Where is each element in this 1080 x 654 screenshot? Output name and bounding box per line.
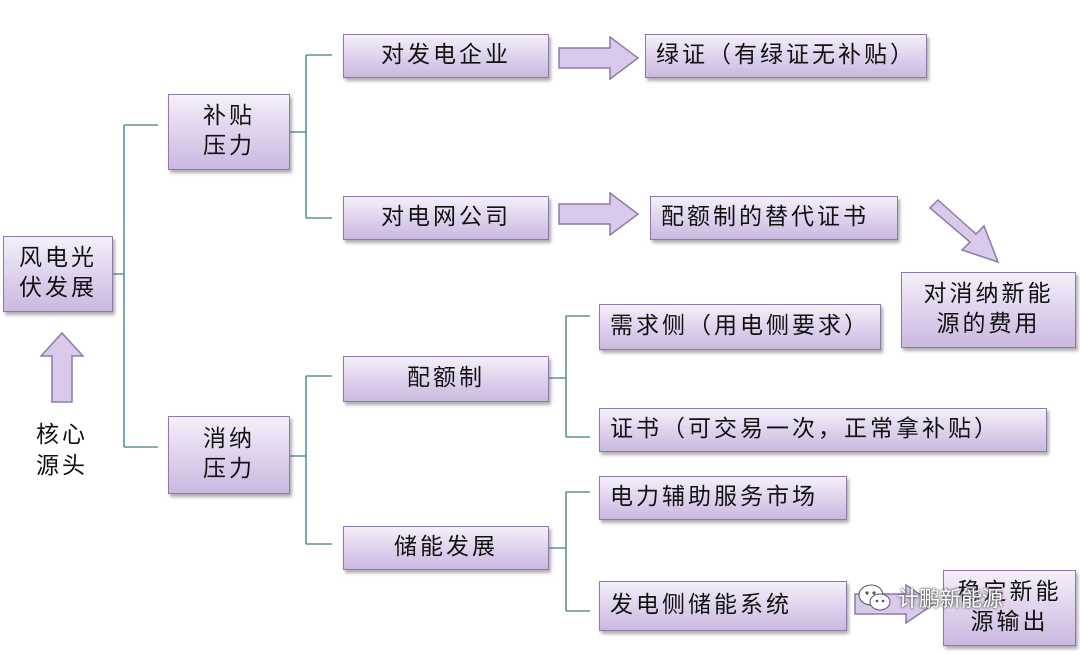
quota-substitute-node: 配额制的替代证书 (650, 196, 898, 240)
quota-bracket (548, 315, 590, 438)
right-arrow-quota-substitute (558, 192, 640, 236)
subsidy-bracket (289, 54, 332, 219)
stabilize-line2: 源输出 (970, 609, 1049, 635)
source-line1: 核心 (36, 422, 88, 448)
demand-side-node: 需求侧（用电侧要求） (599, 304, 881, 350)
watermark-text: 计鹏新能源 (898, 587, 1003, 611)
green-cert-node: 绿证（有绿证无补贴） (645, 34, 927, 78)
absorption-pressure-node: 消纳 压力 (168, 416, 290, 494)
gen-side-storage-node: 发电侧储能系统 (599, 581, 847, 631)
absorption-line2: 压力 (203, 456, 255, 482)
storage-bracket (548, 491, 590, 612)
absorption-cost-node: 对消纳新能 源的费用 (901, 272, 1076, 348)
generators-node: 对发电企业 (343, 34, 549, 78)
root-bracket (112, 124, 158, 448)
root-node: 风电光 伏发展 (3, 236, 113, 312)
subsidy-line1: 补贴 (203, 103, 255, 130)
cost-line2: 源的费用 (936, 311, 1041, 337)
watermark: 计鹏新能源 (858, 583, 1003, 613)
storage-dev-node: 储能发展 (343, 526, 549, 570)
certificate-node: 证书（可交易一次，正常拿补贴） (599, 408, 1047, 452)
cost-line1: 对消纳新能 (923, 281, 1054, 308)
right-arrow-green-cert (558, 36, 640, 80)
wechat-icon (858, 584, 891, 611)
root-line1: 风电光 (19, 245, 97, 272)
absorption-line1: 消纳 (203, 426, 255, 453)
source-label: 核心 源头 (22, 420, 102, 482)
quota-system-node: 配额制 (343, 356, 549, 402)
grid-company-node: 对电网公司 (343, 196, 549, 240)
absorption-bracket (289, 375, 332, 545)
subsidy-pressure-node: 补贴 压力 (168, 94, 290, 170)
diagonal-arrow-cost (928, 198, 1000, 264)
root-line2: 伏发展 (19, 275, 97, 301)
ancillary-market-node: 电力辅助服务市场 (599, 476, 847, 520)
subsidy-line2: 压力 (203, 133, 255, 159)
source-line2: 源头 (36, 453, 88, 480)
stabilize-output-node: 稳定新能 源输出 (943, 570, 1076, 646)
stabilize-line1: 稳定新能 (957, 579, 1062, 606)
up-arrow (40, 332, 84, 403)
